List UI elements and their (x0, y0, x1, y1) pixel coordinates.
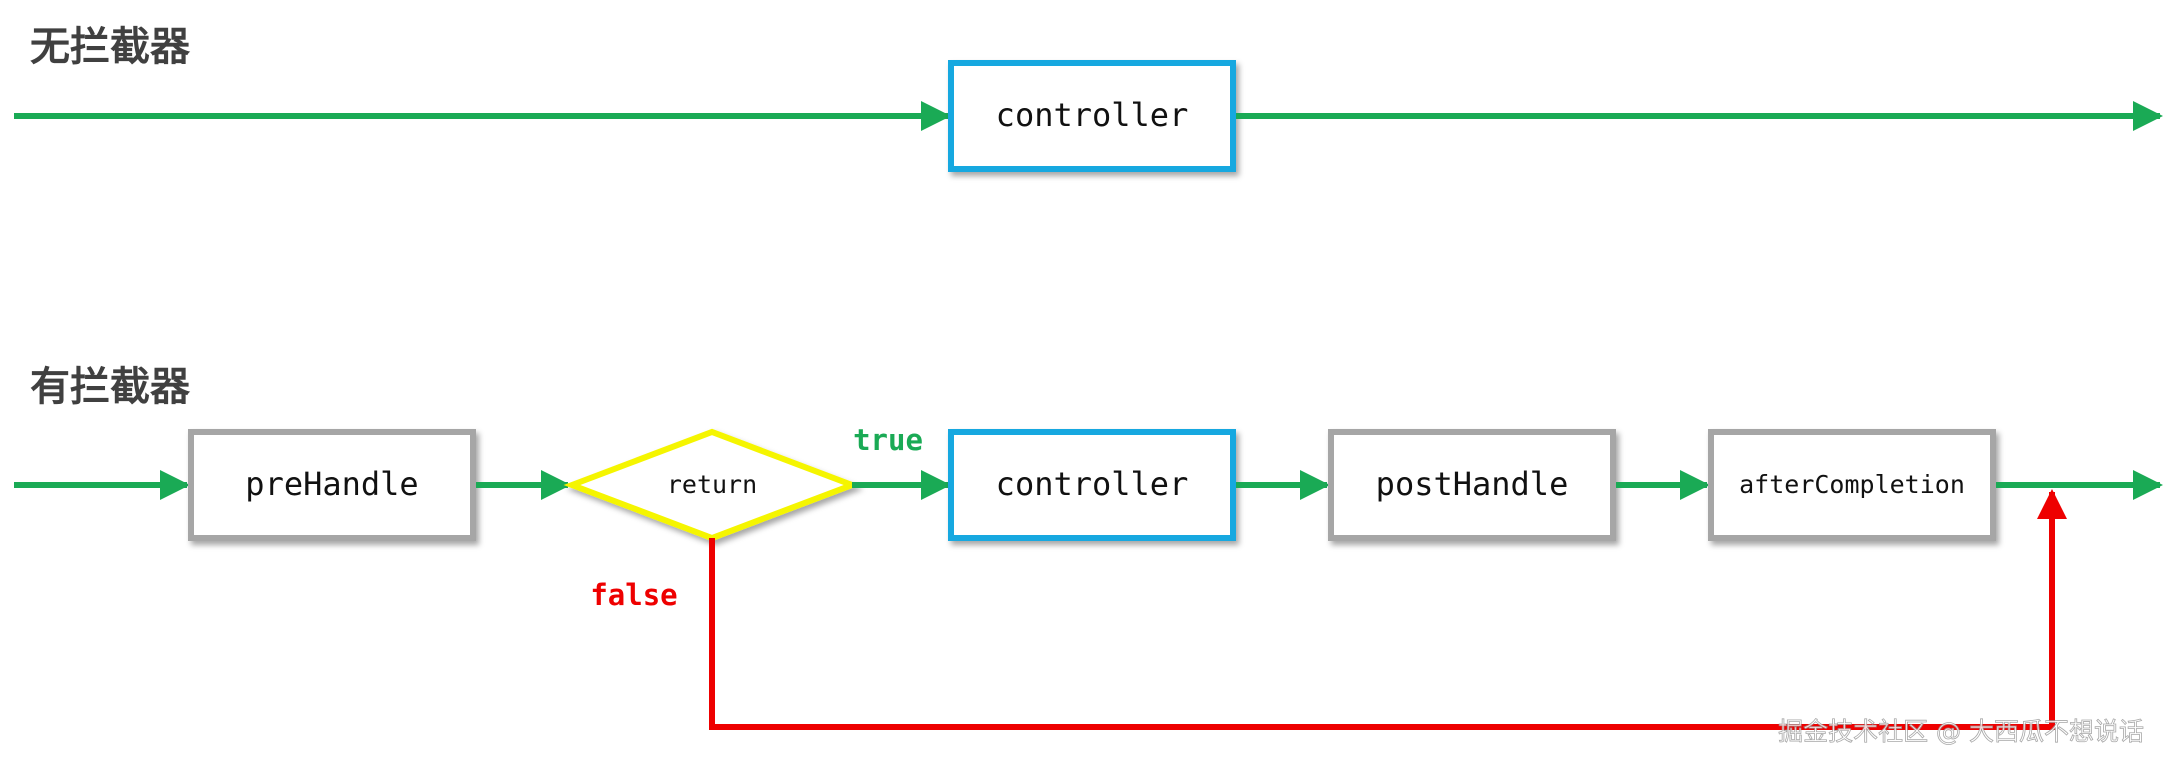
aftercompletion-label: afterCompletion (1739, 470, 1965, 499)
aftercompletion-box (1708, 429, 1996, 541)
prehandle-label: preHandle (245, 465, 418, 503)
posthandle-label: postHandle (1376, 465, 1569, 503)
prehandle-box (188, 429, 476, 541)
controller-bottom-label: controller (996, 465, 1189, 503)
posthandle-box (1328, 429, 1616, 541)
return-decision-label: return (667, 470, 757, 499)
controller-box-top (948, 60, 1236, 172)
watermark-text: 掘金技术社区 @ 大西瓜不想说话 (1778, 717, 2144, 746)
false-path-line (709, 489, 2067, 730)
true-label: true (853, 423, 923, 457)
section-title-with-interceptor: 有拦截器 (30, 364, 191, 410)
section-title-without-interceptor: 无拦截器 (30, 24, 191, 70)
controller-box-bottom (948, 429, 1236, 541)
controller-top-label: controller (996, 96, 1189, 134)
false-label: false (590, 578, 677, 612)
